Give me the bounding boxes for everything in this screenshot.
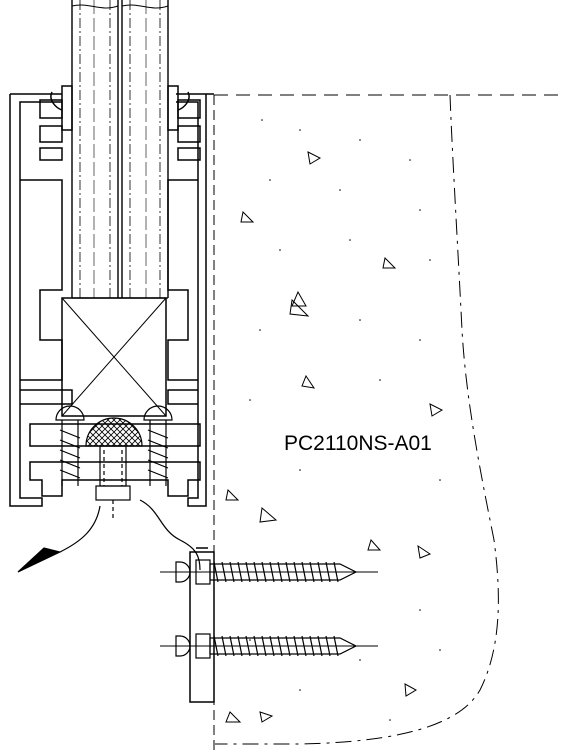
concrete-speckles	[249, 119, 441, 721]
clamp-screw-icon	[55, 405, 173, 486]
drainage-arrow-icon	[17, 499, 201, 573]
glass-panel-icon	[71, 0, 169, 298]
concrete-substrate-icon	[213, 94, 566, 755]
spacer-block-icon	[61, 297, 167, 417]
anchor-bolt-icon	[85, 417, 143, 520]
wall-plate-icon	[189, 547, 215, 703]
part-number-label: PC2110NS-A01	[284, 432, 432, 455]
wood-screw-icon	[160, 559, 378, 659]
